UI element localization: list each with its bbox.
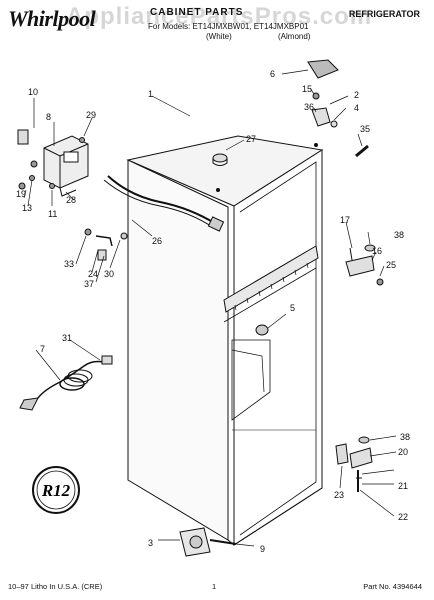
callout: 33 bbox=[64, 259, 74, 269]
callout: 27 bbox=[246, 134, 256, 144]
color-white: (White) bbox=[206, 32, 232, 41]
part-16-center-hinge bbox=[345, 255, 375, 277]
part-35-screw bbox=[355, 144, 369, 158]
callout: 3 bbox=[148, 538, 153, 548]
footer-part-number: Part No. 4394644 bbox=[363, 582, 422, 591]
callout: 24 bbox=[88, 269, 98, 279]
callout: 19 bbox=[16, 189, 26, 199]
callout: 25 bbox=[386, 260, 396, 270]
part-8-control-box bbox=[43, 135, 89, 189]
callout: 15 bbox=[302, 84, 312, 94]
part-9-screw bbox=[209, 539, 237, 545]
footer-page-number: 1 bbox=[212, 582, 217, 591]
part-2-top-hinge bbox=[311, 107, 331, 127]
callout: 28 bbox=[66, 195, 76, 205]
callout: 4 bbox=[354, 103, 359, 113]
part-5-plug bbox=[255, 324, 269, 336]
category-label: REFRIGERATOR bbox=[348, 9, 420, 19]
part-6-hinge-cover bbox=[307, 59, 339, 79]
callout: 30 bbox=[104, 269, 114, 279]
callout: 11 bbox=[48, 209, 57, 219]
callout: 1 bbox=[148, 89, 153, 99]
callout: 31 bbox=[62, 333, 72, 343]
footer-litho: 10–97 Litho In U.S.A. (CRE) bbox=[8, 582, 103, 591]
watermark-text: AppliancePartsPros.com bbox=[66, 3, 373, 30]
part-10-clip bbox=[17, 129, 29, 145]
r12-badge: R12 bbox=[32, 466, 80, 514]
callout: 16 bbox=[372, 246, 382, 256]
callout: 35 bbox=[360, 124, 370, 134]
part-26-wire-harness bbox=[107, 175, 217, 225]
callout: 36 bbox=[304, 102, 314, 112]
part-28-bracket bbox=[59, 187, 77, 197]
part-7-power-cord bbox=[19, 355, 113, 411]
page-title: CABINET PARTS bbox=[150, 7, 244, 18]
callout: 20 bbox=[398, 447, 408, 457]
callout: 26 bbox=[152, 236, 162, 246]
part-27-cap bbox=[212, 153, 228, 163]
callout: 6 bbox=[270, 69, 275, 79]
r12-label: R12 bbox=[41, 481, 71, 500]
callout: 21 bbox=[398, 481, 408, 491]
callout: 17 bbox=[340, 215, 350, 225]
callout: 7 bbox=[40, 344, 45, 354]
color-almond: (Almond) bbox=[278, 32, 311, 41]
callout: 8 bbox=[46, 112, 51, 122]
models-label: For Models: ET14JMXBW01, ET14JMXBP01 bbox=[148, 22, 309, 31]
model-list: For Models: ET14JMXBW01, ET14JMXBP01 (Wh… bbox=[148, 22, 311, 42]
callout: 2 bbox=[354, 90, 359, 100]
callout: 5 bbox=[290, 303, 295, 313]
callout: 29 bbox=[86, 110, 96, 120]
callout: 38 bbox=[400, 432, 410, 442]
callout: 13 bbox=[22, 203, 32, 213]
part-20-bottom-hinge bbox=[349, 447, 373, 469]
divider-rail bbox=[223, 245, 319, 313]
callout: 23 bbox=[334, 490, 344, 500]
callout: 22 bbox=[398, 512, 408, 522]
callout: 9 bbox=[260, 544, 265, 554]
part-23-cover bbox=[335, 443, 349, 465]
callout: 38 bbox=[394, 230, 404, 240]
cabinet-right-face bbox=[233, 149, 323, 546]
callout-layer: 1 2 3 4 5 6 7 8 9 10 11 13 15 16 17 19 2… bbox=[16, 69, 410, 554]
callout: 37 bbox=[84, 279, 94, 289]
callout: 10 bbox=[28, 87, 38, 97]
brand-logo: Whirlpool bbox=[8, 6, 96, 31]
